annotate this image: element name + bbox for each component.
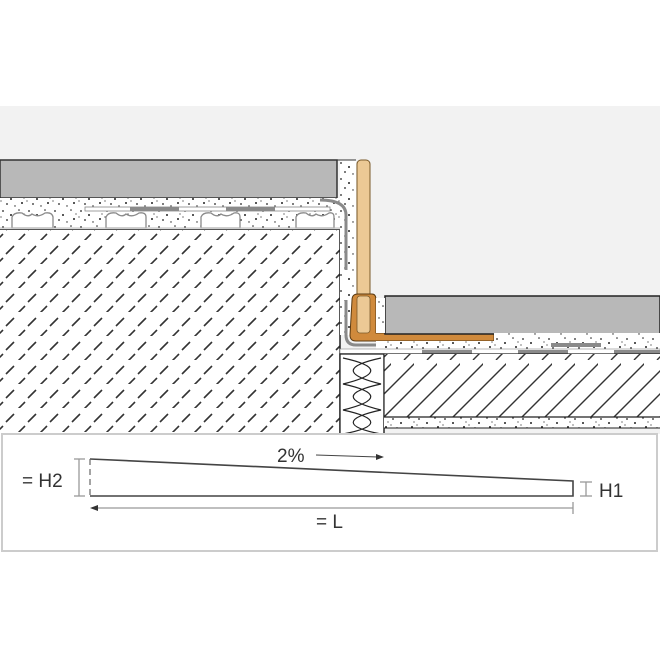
uncoupling-mat-upper bbox=[11, 212, 335, 229]
ramp-outline bbox=[89, 458, 574, 497]
seam-tape-2 bbox=[226, 207, 275, 211]
fleece-strip-lower bbox=[339, 348, 660, 355]
slope-label: 2% bbox=[277, 446, 305, 467]
height-h2-label: = H2 bbox=[22, 471, 63, 492]
fleece-strip-upper bbox=[84, 206, 331, 212]
membrane-corner bbox=[319, 198, 500, 347]
mortar-bed-upper bbox=[0, 198, 340, 228]
height-h1-label: H1 bbox=[599, 481, 623, 502]
dimension-panel bbox=[1, 433, 658, 552]
tile-lower bbox=[384, 295, 660, 335]
tile-upper bbox=[0, 159, 338, 199]
mortar-bed-lower bbox=[376, 341, 660, 351]
length-label: = L bbox=[316, 512, 343, 533]
seam-tape-3 bbox=[551, 343, 601, 347]
seam-tape-1 bbox=[130, 207, 179, 211]
insulation bbox=[339, 353, 385, 435]
